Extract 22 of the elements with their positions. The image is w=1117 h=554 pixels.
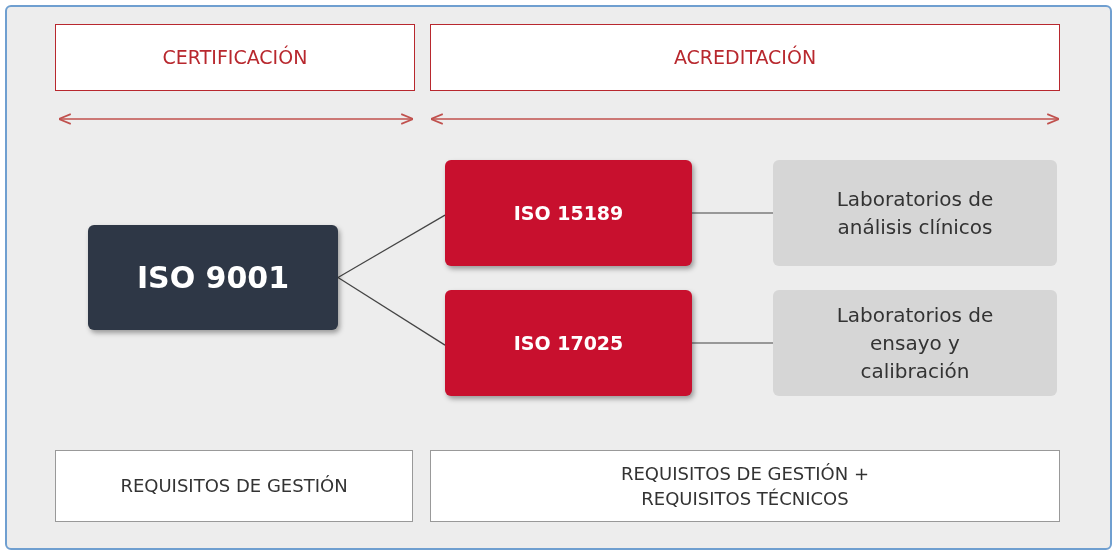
standard-box	[88, 225, 338, 330]
node-label: REQUISITOS DE GESTIÓN + REQUISITOS TÉCNICOS	[620, 461, 870, 511]
node-label: ISO 17025	[513, 330, 624, 356]
node-label: ISO 9001	[136, 258, 290, 297]
requirements-box	[55, 450, 413, 522]
connector-line	[337, 276, 446, 346]
node-label: ACREDITACIÓN	[673, 44, 817, 71]
connector-line	[337, 214, 446, 279]
node-label: REQUISITOS DE GESTIÓN	[120, 474, 348, 499]
section-header	[430, 24, 1060, 91]
node-label: ISO 15189	[513, 200, 624, 226]
connector-line	[691, 342, 774, 344]
section-header	[55, 24, 415, 91]
requirements-box	[430, 450, 1060, 522]
node-label: CERTIFICACIÓN	[162, 44, 308, 71]
node-label: Laboratorios de ensayo y calibración	[835, 302, 995, 385]
laboratory-box	[773, 290, 1057, 396]
standard-box	[445, 290, 692, 396]
connector-line	[691, 212, 774, 214]
laboratory-box	[773, 160, 1057, 266]
node-label: Laboratorios de análisis clínicos	[835, 186, 995, 241]
standard-box	[445, 160, 692, 266]
